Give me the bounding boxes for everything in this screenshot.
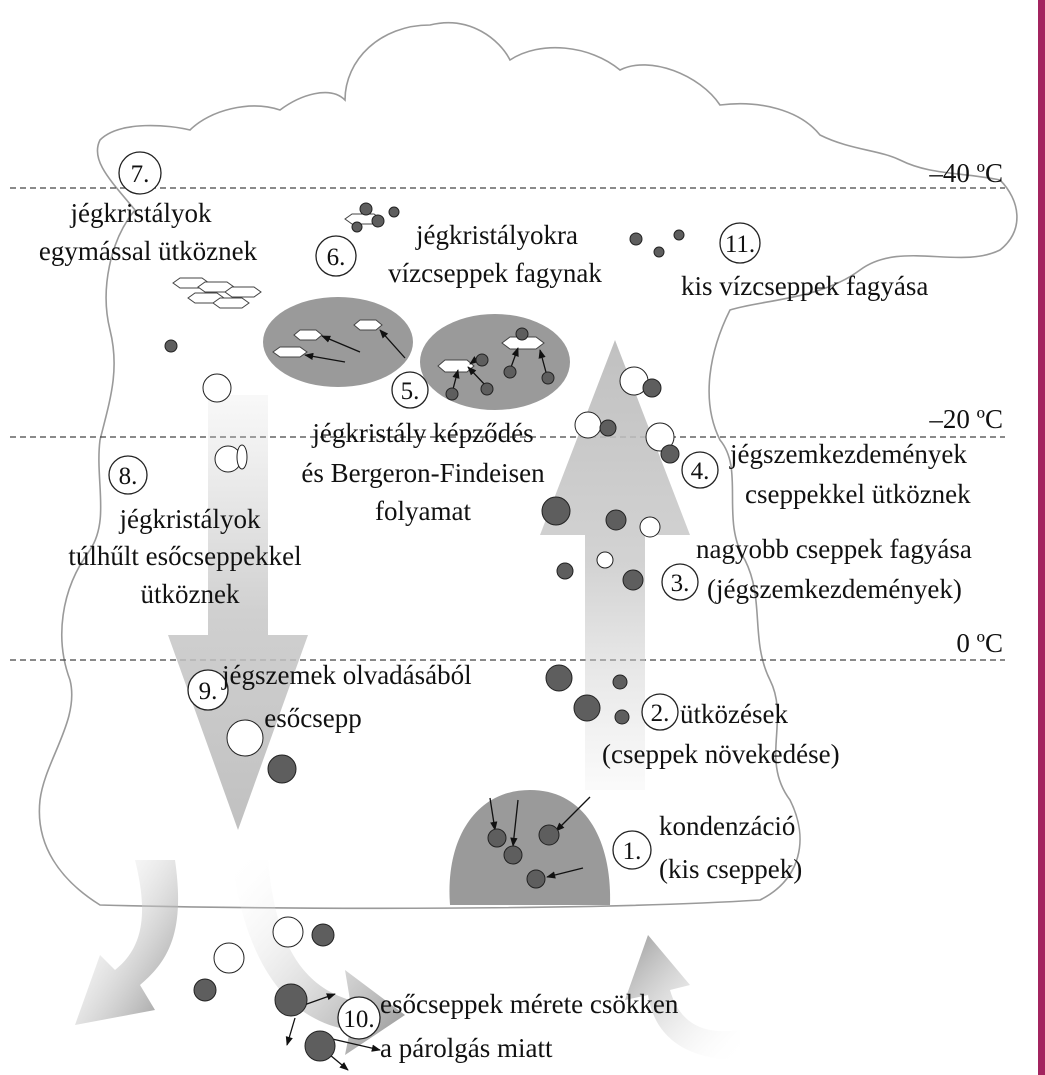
step-6-label-line: jégkristályokra (415, 220, 578, 250)
step-marker-1: 1. (613, 831, 651, 869)
step-number: 10. (343, 1006, 374, 1033)
step-marker-2: 2. (642, 694, 678, 730)
accent-bar (1038, 0, 1045, 1075)
step-number: 9. (199, 678, 218, 705)
step-5-label-line: és Bergeron-Findeisen (301, 458, 545, 488)
ice-pellet (203, 374, 231, 402)
step-11-label-line: kis vízcseppek fagyása (681, 271, 928, 301)
raindrop (227, 720, 263, 756)
water-droplet (539, 825, 559, 845)
flow-arrow (287, 1018, 295, 1045)
step-number: 3. (671, 570, 690, 597)
step-number: 1. (623, 838, 642, 865)
step-number: 7. (131, 161, 150, 188)
step-marker-10: 10. (338, 997, 380, 1039)
step-1-label-line: (kis cseppek) (659, 854, 802, 884)
water-droplet (352, 222, 362, 232)
water-droplet (305, 1031, 335, 1061)
step-8-label-line: ütköznek (141, 579, 240, 609)
ice-crystal-icon (294, 330, 322, 340)
step-number: 2. (651, 700, 670, 727)
water-droplet (542, 372, 554, 384)
temp-label-minus40: –40 ºC (928, 158, 1003, 188)
water-droplet (504, 366, 516, 378)
step-marker-6: 6. (316, 236, 356, 276)
step-marker-3: 3. (662, 564, 698, 600)
water-droplet (488, 829, 506, 847)
water-droplet (557, 563, 573, 579)
step-9-label-line: esőcsepp (264, 703, 361, 733)
step-2-label-line: (cseppek növekedése) (602, 739, 840, 769)
step-marker-8: 8. (109, 456, 147, 494)
step-5-label-line: folyamat (375, 496, 471, 526)
step-marker-7: 7. (119, 152, 161, 194)
step-number: 4. (691, 458, 710, 485)
raindrop (214, 943, 244, 973)
step-6-label-line: vízcseppek fagynak (388, 258, 602, 288)
water-droplet (312, 924, 334, 946)
step-5-label-line: jégkristály képződés (311, 418, 533, 448)
step-number: 5. (401, 378, 420, 405)
step-number: 6. (327, 244, 346, 271)
step-9-label-line: jégszemek olvadásából (221, 660, 472, 690)
step-3-label-line: (jégszemkezdemények) (707, 574, 962, 604)
step-marker-5: 5. (392, 372, 428, 408)
water-droplet (546, 665, 572, 691)
water-droplet (516, 328, 528, 340)
step-1-label-line: kondenzáció (659, 811, 795, 841)
water-droplet (542, 497, 570, 525)
water-droplet (360, 203, 372, 215)
water-droplet (504, 846, 522, 864)
step-10-label-line: a párolgás miatt (380, 1033, 553, 1063)
step-2-label-line: ütközések (680, 699, 788, 729)
water-droplet (268, 755, 296, 783)
water-droplet (600, 420, 616, 436)
raindrop (273, 917, 303, 947)
ice-embryo (597, 552, 613, 568)
water-droplet (674, 230, 684, 240)
water-droplet (527, 870, 545, 888)
ice-crystal-icon (213, 298, 249, 308)
ice-embryo (575, 412, 601, 438)
step-4-label-line: jégszemkezdemények (729, 439, 967, 469)
water-droplet (481, 383, 493, 395)
water-droplet (389, 207, 399, 217)
water-droplet (661, 445, 679, 463)
step-8-label-line: jégkristályok (119, 504, 261, 534)
step-3-label-line: nagyobb cseppek fagyása (696, 534, 972, 564)
ice-crystal-icon (237, 445, 247, 469)
water-droplet (606, 510, 626, 530)
water-droplet (623, 570, 643, 590)
water-droplet (372, 215, 384, 227)
step-10-label-line: esőcseppek mérete csökken (380, 989, 679, 1019)
step-8-label-line: túlhűlt esőcseppekkel (68, 541, 301, 571)
water-droplet (275, 984, 307, 1016)
water-droplet (476, 354, 488, 366)
water-droplet (615, 710, 629, 724)
water-droplet (446, 388, 458, 400)
water-droplet (574, 695, 600, 721)
ice-crystal-icon (225, 287, 261, 297)
ice-crystal-icon (438, 360, 474, 372)
water-droplet (165, 340, 177, 352)
ice-embryo (640, 517, 660, 537)
ice-crystal-icon (273, 347, 307, 357)
temp-label-minus20: –20 ºC (928, 404, 1003, 434)
flow-arrow (330, 1055, 348, 1070)
water-droplet (613, 675, 627, 689)
step-marker-11: 11. (720, 223, 760, 263)
temp-label-zero: 0 ºC (956, 628, 1003, 658)
water-droplet (654, 247, 664, 257)
water-droplet (630, 233, 642, 245)
step-7-label-line: jégkristályok (70, 198, 212, 228)
water-droplet (643, 379, 661, 397)
step-7-label-line: egymással ütköznek (39, 236, 258, 266)
step-number: 11. (725, 231, 755, 258)
step-4-label-line: cseppekkel ütköznek (745, 479, 971, 509)
ice-crystal-icon (354, 320, 382, 330)
water-droplet (194, 979, 216, 1001)
step-marker-4: 4. (682, 452, 718, 488)
step-number: 8. (119, 463, 138, 490)
